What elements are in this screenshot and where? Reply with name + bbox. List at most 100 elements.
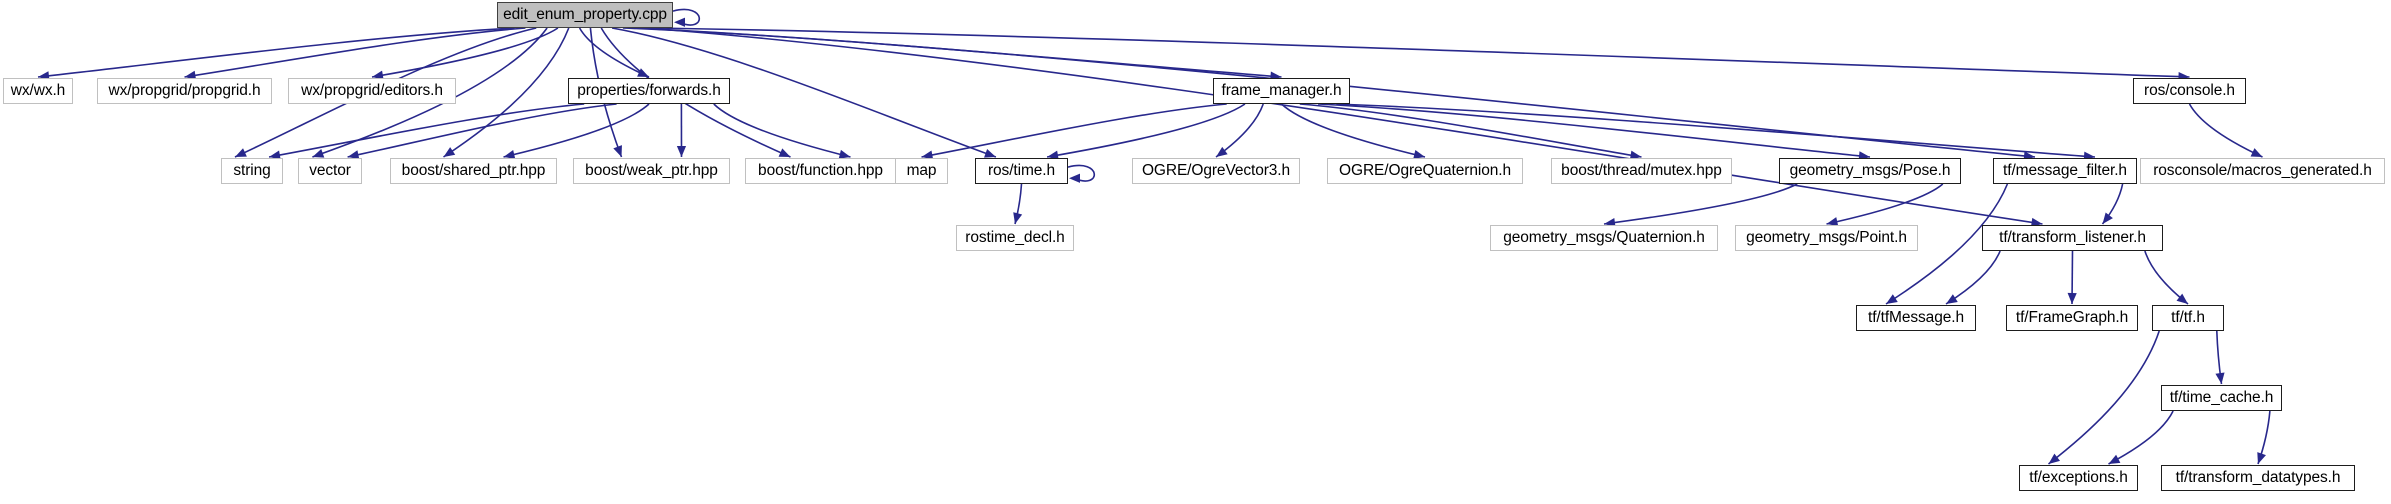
graph-node-quaternion[interactable]: geometry_msgs/Quaternion.h bbox=[1490, 225, 1718, 251]
graph-edge-framemgr-to-map bbox=[921, 103, 1227, 158]
graph-node-pose[interactable]: geometry_msgs/Pose.h bbox=[1779, 158, 1961, 184]
graph-edge-rostime-to-rostime bbox=[1067, 164, 1096, 182]
graph-edge-root-to-vector-arrowhead bbox=[312, 148, 325, 158]
graph-edge-framemgr-to-mutex-arrowhead bbox=[1629, 150, 1642, 160]
graph-node-wxwx[interactable]: wx/wx.h bbox=[3, 78, 73, 104]
graph-node-label: tf/transform_datatypes.h bbox=[2175, 469, 2341, 487]
graph-edge-root-to-root bbox=[672, 8, 701, 26]
graph-node-label: tf/transform_listener.h bbox=[1999, 229, 2146, 247]
graph-node-label: OGRE/OgreQuaternion.h bbox=[1339, 162, 1511, 180]
graph-node-label: map bbox=[906, 162, 937, 180]
graph-node-label: ros/time.h bbox=[987, 162, 1056, 180]
graph-edge-root-to-weakptr-arrowhead bbox=[613, 145, 622, 157]
graph-node-vector[interactable]: vector bbox=[298, 158, 362, 184]
graph-edge-forwards-to-vector bbox=[347, 103, 617, 158]
graph-node-label: rosconsole/macros_generated.h bbox=[2153, 162, 2372, 180]
graph-node-label: wx/wx.h bbox=[10, 82, 66, 100]
graph-edge-pose-to-point bbox=[1826, 183, 1944, 225]
graph-node-msgfilter[interactable]: tf/message_filter.h bbox=[1993, 158, 2137, 184]
graph-edge-forwards-to-vector-arrowhead bbox=[347, 150, 360, 160]
graph-node-map[interactable]: map bbox=[895, 158, 948, 184]
graph-node-editors[interactable]: wx/propgrid/editors.h bbox=[288, 78, 456, 104]
graph-node-macrosgen[interactable]: rosconsole/macros_generated.h bbox=[2140, 158, 2385, 184]
graph-edge-root-to-propgrid bbox=[184, 27, 526, 78]
graph-edge-tflistener-to-tftf-arrowhead bbox=[2176, 293, 2188, 304]
graph-edge-framemgr-to-ogrevec3-arrowhead bbox=[1216, 146, 1228, 157]
graph-edge-root-to-wxwx bbox=[37, 27, 515, 78]
graph-node-label: tf/time_cache.h bbox=[2169, 389, 2274, 407]
graph-node-label: OGRE/OgreVector3.h bbox=[1141, 162, 1291, 180]
graph-edge-forwards-to-string bbox=[268, 103, 585, 158]
graph-node-rostimedecl[interactable]: rostime_decl.h bbox=[956, 225, 1074, 251]
graph-node-datatypes[interactable]: tf/transform_datatypes.h bbox=[2161, 465, 2355, 491]
graph-edge-forwards-to-weakptr-arrowhead bbox=[676, 145, 687, 157]
graph-node-label: geometry_msgs/Pose.h bbox=[1789, 162, 1951, 180]
graph-node-console[interactable]: ros/console.h bbox=[2133, 78, 2246, 104]
graph-node-string[interactable]: string bbox=[221, 158, 283, 184]
graph-edge-timecache-to-exceptions bbox=[2108, 410, 2174, 465]
graph-edge-root-to-vector bbox=[312, 27, 548, 158]
graph-edge-framemgr-to-msgfilter bbox=[1336, 103, 2096, 158]
graph-edge-root-to-editors bbox=[371, 27, 559, 78]
graph-edge-tftf-to-exceptions-arrowhead bbox=[2048, 453, 2061, 464]
graph-node-root[interactable]: edit_enum_property.cpp bbox=[497, 2, 673, 28]
graph-edge-msgfilter-to-tflistener-arrowhead bbox=[2102, 212, 2113, 224]
graph-edge-root-to-console bbox=[655, 27, 2190, 78]
graph-node-sharedptr[interactable]: boost/shared_ptr.hpp bbox=[390, 158, 557, 184]
graph-edge-forwards-to-sharedptr-arrowhead bbox=[503, 150, 516, 159]
graph-edge-root-to-root-arrowhead bbox=[674, 17, 685, 27]
graph-node-tftf[interactable]: tf/tf.h bbox=[2152, 305, 2224, 331]
graph-edge-root-to-function-arrowhead bbox=[778, 148, 791, 157]
graph-node-label: ros/console.h bbox=[2144, 82, 2235, 100]
graph-node-label: tf/tfMessage.h bbox=[1868, 309, 1964, 327]
graph-node-label: vector bbox=[309, 162, 351, 180]
graph-edge-pose-to-point-arrowhead bbox=[1826, 217, 1839, 227]
graph-node-label: geometry_msgs/Quaternion.h bbox=[1503, 229, 1705, 247]
graph-node-point[interactable]: geometry_msgs/Point.h bbox=[1735, 225, 1918, 251]
graph-edge-root-to-tflistener-arrowhead bbox=[2030, 217, 2043, 227]
graph-node-label: rostime_decl.h bbox=[965, 229, 1065, 247]
graph-node-label: boost/function.hpp bbox=[758, 162, 883, 180]
graph-node-mutex[interactable]: boost/thread/mutex.hpp bbox=[1551, 158, 1732, 184]
graph-node-ogrequat[interactable]: OGRE/OgreQuaternion.h bbox=[1327, 158, 1523, 184]
graph-edge-root-to-string-arrowhead bbox=[234, 148, 247, 157]
graph-node-weakptr[interactable]: boost/weak_ptr.hpp bbox=[573, 158, 730, 184]
graph-node-propgrid[interactable]: wx/propgrid/propgrid.h bbox=[97, 78, 272, 104]
graph-edge-framemgr-to-rostime bbox=[1046, 103, 1246, 158]
graph-edge-framemgr-to-pose bbox=[1317, 103, 1871, 158]
graph-node-function[interactable]: boost/function.hpp bbox=[745, 158, 896, 184]
graph-edge-rostime-to-rostimedecl-arrowhead bbox=[1013, 212, 1023, 224]
graph-edge-root-to-editors-arrowhead bbox=[372, 70, 384, 80]
graph-node-label: tf/FrameGraph.h bbox=[2015, 309, 2129, 327]
graph-edge-root-to-sharedptr bbox=[443, 27, 570, 158]
graph-edge-pose-to-quaternion bbox=[1603, 183, 1798, 225]
graph-edge-root-to-tflistener bbox=[644, 27, 2043, 225]
graph-edge-msgfilter-to-tfmessage-arrowhead bbox=[1886, 294, 1898, 304]
graph-node-exceptions[interactable]: tf/exceptions.h bbox=[2019, 465, 2138, 491]
graph-edge-tflistener-to-tfmessage-arrowhead bbox=[1946, 294, 1958, 304]
graph-node-label: boost/thread/mutex.hpp bbox=[1561, 162, 1722, 180]
graph-node-tfmessage[interactable]: tf/tfMessage.h bbox=[1856, 305, 1976, 331]
graph-node-label: string bbox=[233, 162, 271, 180]
graph-node-ogrevec3[interactable]: OGRE/OgreVector3.h bbox=[1132, 158, 1300, 184]
graph-node-label: frame_manager.h bbox=[1221, 82, 1342, 100]
graph-node-framemgr[interactable]: frame_manager.h bbox=[1213, 78, 1350, 104]
graph-node-label: edit_enum_property.cpp bbox=[503, 6, 667, 24]
graph-edge-framemgr-to-rostime-arrowhead bbox=[1047, 150, 1059, 160]
graph-node-label: geometry_msgs/Point.h bbox=[1746, 229, 1907, 247]
graph-edge-timecache-to-exceptions-arrowhead bbox=[2108, 454, 2121, 464]
graph-edge-timecache-to-datatypes-arrowhead bbox=[2257, 452, 2266, 464]
graph-edge-forwards-to-function-arrowhead bbox=[838, 149, 851, 159]
graph-node-label: wx/propgrid/editors.h bbox=[301, 82, 443, 100]
graph-edge-forwards-to-sharedptr bbox=[503, 103, 650, 158]
graph-node-forwards[interactable]: properties/forwards.h bbox=[568, 78, 730, 104]
graph-node-tflistener[interactable]: tf/transform_listener.h bbox=[1982, 225, 2163, 251]
graph-node-rostime[interactable]: ros/time.h bbox=[975, 158, 1068, 184]
graph-node-timecache[interactable]: tf/time_cache.h bbox=[2161, 385, 2282, 411]
graph-edge-tftf-to-exceptions bbox=[2048, 330, 2160, 465]
graph-edge-framemgr-to-map-arrowhead bbox=[921, 150, 934, 160]
graph-edge-tflistener-to-tfmessage bbox=[1945, 250, 2001, 305]
graph-node-framegraph[interactable]: tf/FrameGraph.h bbox=[2006, 305, 2138, 331]
